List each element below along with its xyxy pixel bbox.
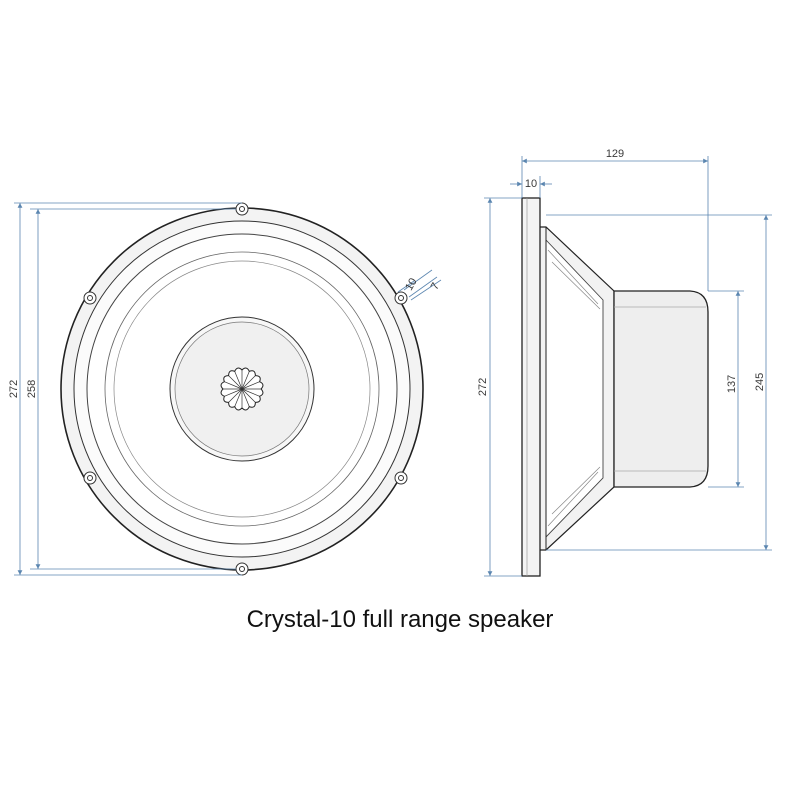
dim-flange-thickness xyxy=(510,176,552,198)
side-magnet xyxy=(613,290,709,488)
dim-magnet-diameter xyxy=(708,290,744,488)
phase-plug-rib xyxy=(224,388,243,397)
side-cone-lines xyxy=(547,249,601,527)
front-view: 272 258 10 7 xyxy=(8,202,442,576)
phase-plug-rib xyxy=(234,388,243,407)
mounting-hole xyxy=(235,562,249,576)
side-view: 129 10 272 245 137 xyxy=(477,148,772,577)
phase-plug-rib xyxy=(241,375,256,390)
phase-plug-rib xyxy=(241,371,250,390)
dim-mount-diameter xyxy=(30,208,236,570)
dim-flange-height xyxy=(484,197,522,577)
mounting-hole xyxy=(83,291,97,305)
phase-plug-rib xyxy=(241,388,256,403)
side-flange xyxy=(521,197,541,577)
dim-overall-depth xyxy=(521,156,709,291)
phase-plug-rib xyxy=(228,375,243,390)
phase-plug-icon xyxy=(220,367,264,411)
dim-hole-detail xyxy=(397,269,442,301)
dim-label-flange-height: 272 xyxy=(477,378,489,396)
dim-label-frame-height: 245 xyxy=(754,373,766,391)
phase-plug-rib xyxy=(241,381,260,390)
phase-plug-rib xyxy=(241,388,250,407)
phase-plug-rib xyxy=(224,381,243,390)
dim-label-outer-diameter: 272 xyxy=(8,380,20,398)
mounting-hole xyxy=(235,202,249,216)
dim-label-overall-depth: 129 xyxy=(606,148,624,160)
mounting-hole xyxy=(394,471,408,485)
mounting-hole xyxy=(394,291,408,305)
mounting-holes xyxy=(83,202,408,576)
dim-label-mount-diameter: 258 xyxy=(26,380,38,398)
mounting-hole xyxy=(83,471,97,485)
phase-plug-rib xyxy=(228,388,243,403)
dim-frame-height xyxy=(546,214,772,551)
dim-label-hole-b: 7 xyxy=(429,281,442,292)
dim-label-flange-thickness: 10 xyxy=(525,178,537,190)
diagram-caption: Crystal-10 full range speaker xyxy=(246,606,554,633)
phase-plug-rib xyxy=(241,388,260,397)
dim-label-hole-a: 10 xyxy=(403,276,420,293)
dim-label-magnet-diameter: 137 xyxy=(726,375,738,393)
dim-outer-diameter xyxy=(14,202,242,576)
phase-plug-rib xyxy=(234,371,243,390)
